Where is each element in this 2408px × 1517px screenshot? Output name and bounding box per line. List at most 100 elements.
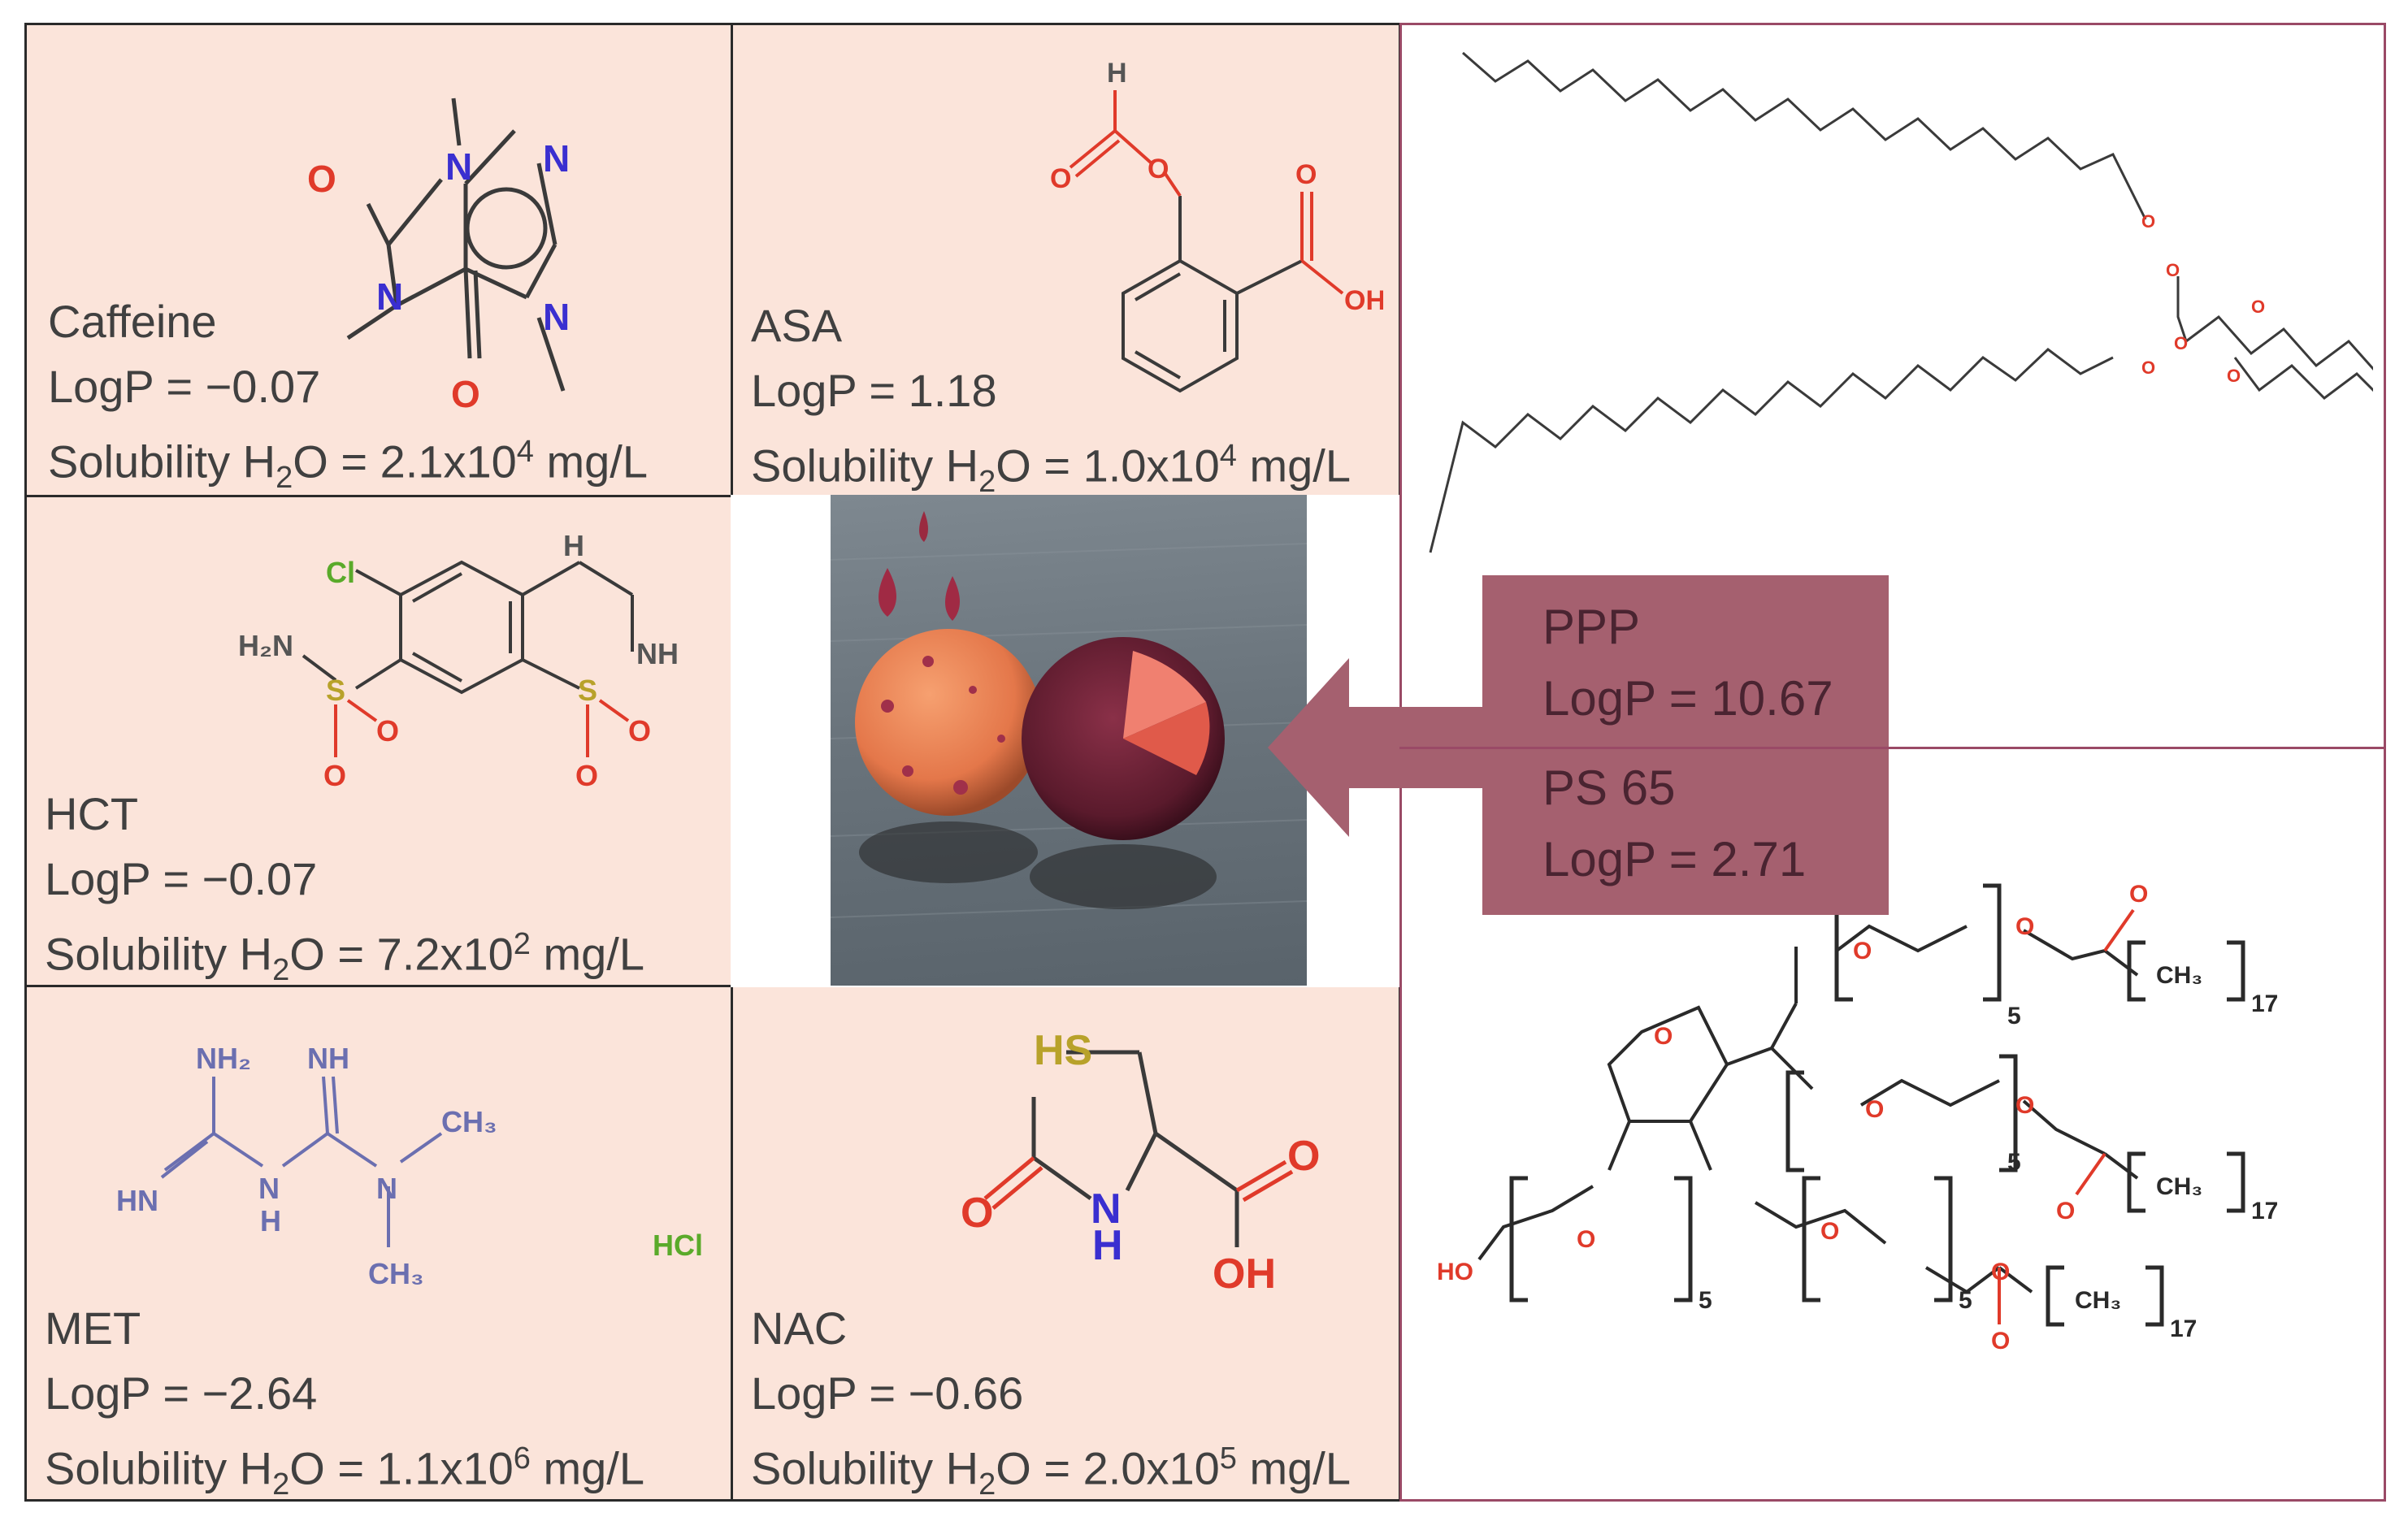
atom-o: O bbox=[628, 714, 651, 748]
atom-n: N bbox=[258, 1172, 280, 1205]
repeat-count: 5 bbox=[2007, 1003, 2021, 1029]
porous-particle bbox=[855, 629, 1042, 816]
atom-n: N bbox=[543, 137, 570, 180]
atom-o: O bbox=[1853, 938, 1872, 964]
atom-ho: HO bbox=[1437, 1259, 1473, 1285]
atom-o: O bbox=[2129, 881, 2148, 908]
atom-o: O bbox=[2141, 211, 2155, 232]
ppp-structure: O O O O O O bbox=[1429, 51, 2373, 553]
particle-shadow bbox=[859, 821, 1038, 883]
atom-o: O bbox=[1820, 1218, 1839, 1245]
met-logp: LogP = −2.64 bbox=[45, 1367, 318, 1419]
lipid-divider bbox=[1399, 747, 2386, 749]
ps65-structure: O O O O O O O O O O O HO CH₃ CH₃ CH₃ 5 5… bbox=[1437, 881, 2278, 1354]
droplet bbox=[879, 568, 896, 617]
atom-o: O bbox=[2166, 260, 2180, 280]
asa-logp: LogP = 1.18 bbox=[751, 365, 997, 416]
atom-s: S bbox=[326, 674, 345, 707]
hct-name: HCT bbox=[45, 788, 139, 839]
atom-h: H bbox=[1107, 58, 1127, 89]
caffeine-cell: O N N N N O Caffeine LogP = −0.07 Solubi… bbox=[24, 23, 733, 497]
atom-cl: Cl bbox=[326, 556, 355, 589]
nac-solubility: Solubility H2O = 2.0x105 mg/L bbox=[751, 1441, 1351, 1502]
asa-name: ASA bbox=[751, 300, 843, 351]
atom-o: O bbox=[2015, 913, 2034, 940]
atom-n: N bbox=[376, 1172, 397, 1205]
met-name: MET bbox=[45, 1302, 141, 1354]
atom-o: O bbox=[451, 373, 480, 415]
atom-h: H bbox=[260, 1204, 281, 1237]
repeat-count: 17 bbox=[2251, 990, 2278, 1017]
repeat-count: 17 bbox=[2251, 1198, 2278, 1224]
caffeine-name: Caffeine bbox=[48, 296, 217, 347]
droplet bbox=[919, 511, 928, 542]
atom-o: O bbox=[323, 759, 346, 792]
atom-n: N bbox=[1091, 1185, 1122, 1233]
atom-o: O bbox=[1577, 1226, 1595, 1253]
repeat-count: 5 bbox=[2007, 1149, 2021, 1176]
particle-shadow bbox=[1030, 844, 1217, 909]
hct-logp: LogP = −0.07 bbox=[45, 853, 318, 904]
atom-s: S bbox=[578, 674, 597, 707]
caffeine-solubility: Solubility H2O = 2.1x104 mg/L bbox=[48, 435, 648, 495]
met-cell: NH₂ NH HN N H N CH₃ CH₃ HCl MET LogP = −… bbox=[24, 985, 733, 1502]
hct-solubility: Solubility H2O = 7.2x102 mg/L bbox=[45, 927, 644, 987]
repeat-count: 17 bbox=[2170, 1315, 2197, 1342]
lipid-label-box: PPP LogP = 10.67 PS 65 LogP = 2.71 bbox=[1482, 575, 1889, 915]
ps65-name: PS 65 bbox=[1542, 761, 1676, 815]
asa-structure: H O O O OH bbox=[1050, 58, 1383, 393]
ppp-logp: LogP = 10.67 bbox=[1542, 671, 1833, 726]
ps65-logp: LogP = 2.71 bbox=[1542, 832, 1807, 886]
met-structure: NH₂ NH HN N H N CH₃ CH₃ HCl bbox=[116, 1042, 703, 1290]
met-solubility: Solubility H2O = 1.1x106 mg/L bbox=[45, 1441, 644, 1502]
repeat-count: 5 bbox=[1699, 1287, 1712, 1314]
asa-cell: H O O O OH ASA LogP = 1.18 Solubility H2… bbox=[731, 23, 1401, 499]
atom-nh2: NH₂ bbox=[196, 1042, 251, 1075]
atom-o: O bbox=[2141, 358, 2155, 378]
atom-o: O bbox=[1295, 159, 1317, 190]
atom-ch3: CH₃ bbox=[441, 1105, 497, 1138]
atom-nh: NH bbox=[636, 637, 679, 670]
atom-o: O bbox=[2015, 1092, 2034, 1119]
hct-structure: Cl H NH H₂N S S O O O O bbox=[238, 529, 679, 792]
atom-o: O bbox=[2056, 1198, 2075, 1224]
atom-o: O bbox=[307, 158, 336, 200]
atom-n: N bbox=[543, 296, 570, 338]
atom-n: N bbox=[445, 145, 472, 188]
nac-name: NAC bbox=[751, 1302, 848, 1354]
atom-o: O bbox=[2174, 333, 2188, 353]
atom-h: H bbox=[1092, 1222, 1123, 1269]
droplet bbox=[945, 576, 960, 621]
atom-o: O bbox=[1050, 163, 1071, 194]
atom-oh: OH bbox=[1213, 1250, 1276, 1298]
atom-n: N bbox=[376, 275, 403, 318]
nac-cell: HS O N H O OH NAC LogP = −0.66 Solubilit… bbox=[731, 985, 1401, 1502]
atom-o: O bbox=[2227, 366, 2241, 386]
atom-hn: HN bbox=[116, 1184, 158, 1217]
atom-hs: HS bbox=[1034, 1027, 1092, 1074]
particle-core-cutaway bbox=[1123, 651, 1206, 739]
arrow-shape bbox=[1268, 658, 1495, 837]
ppp-name: PPP bbox=[1542, 600, 1641, 654]
atom-oh: OH bbox=[1344, 285, 1383, 316]
particle-image bbox=[831, 495, 1307, 986]
atom-o: O bbox=[376, 714, 399, 748]
atom-o: O bbox=[1287, 1133, 1320, 1180]
atom-o: O bbox=[2251, 297, 2265, 317]
atom-o: O bbox=[961, 1190, 993, 1237]
atom-hcl: HCl bbox=[653, 1229, 703, 1262]
atom-o: O bbox=[1991, 1259, 2010, 1285]
hct-cell: Cl H NH H₂N S S O O O O HCT LogP = −0.07… bbox=[24, 495, 733, 987]
caffeine-logp: LogP = −0.07 bbox=[48, 361, 321, 412]
atom-o: O bbox=[1865, 1096, 1884, 1123]
atom-nh: NH bbox=[307, 1042, 349, 1075]
nac-structure: HS O N H O OH bbox=[961, 1027, 1320, 1298]
atom-o: O bbox=[575, 759, 598, 792]
repeat-count: 5 bbox=[1959, 1287, 1972, 1314]
atom-ch3: CH₃ bbox=[2075, 1287, 2121, 1314]
nac-logp: LogP = −0.66 bbox=[751, 1367, 1024, 1419]
atom-ch3: CH₃ bbox=[2156, 1173, 2202, 1200]
atom-o: O bbox=[1991, 1328, 2010, 1354]
atom-o: O bbox=[1654, 1023, 1673, 1050]
particle-render bbox=[831, 511, 1307, 918]
